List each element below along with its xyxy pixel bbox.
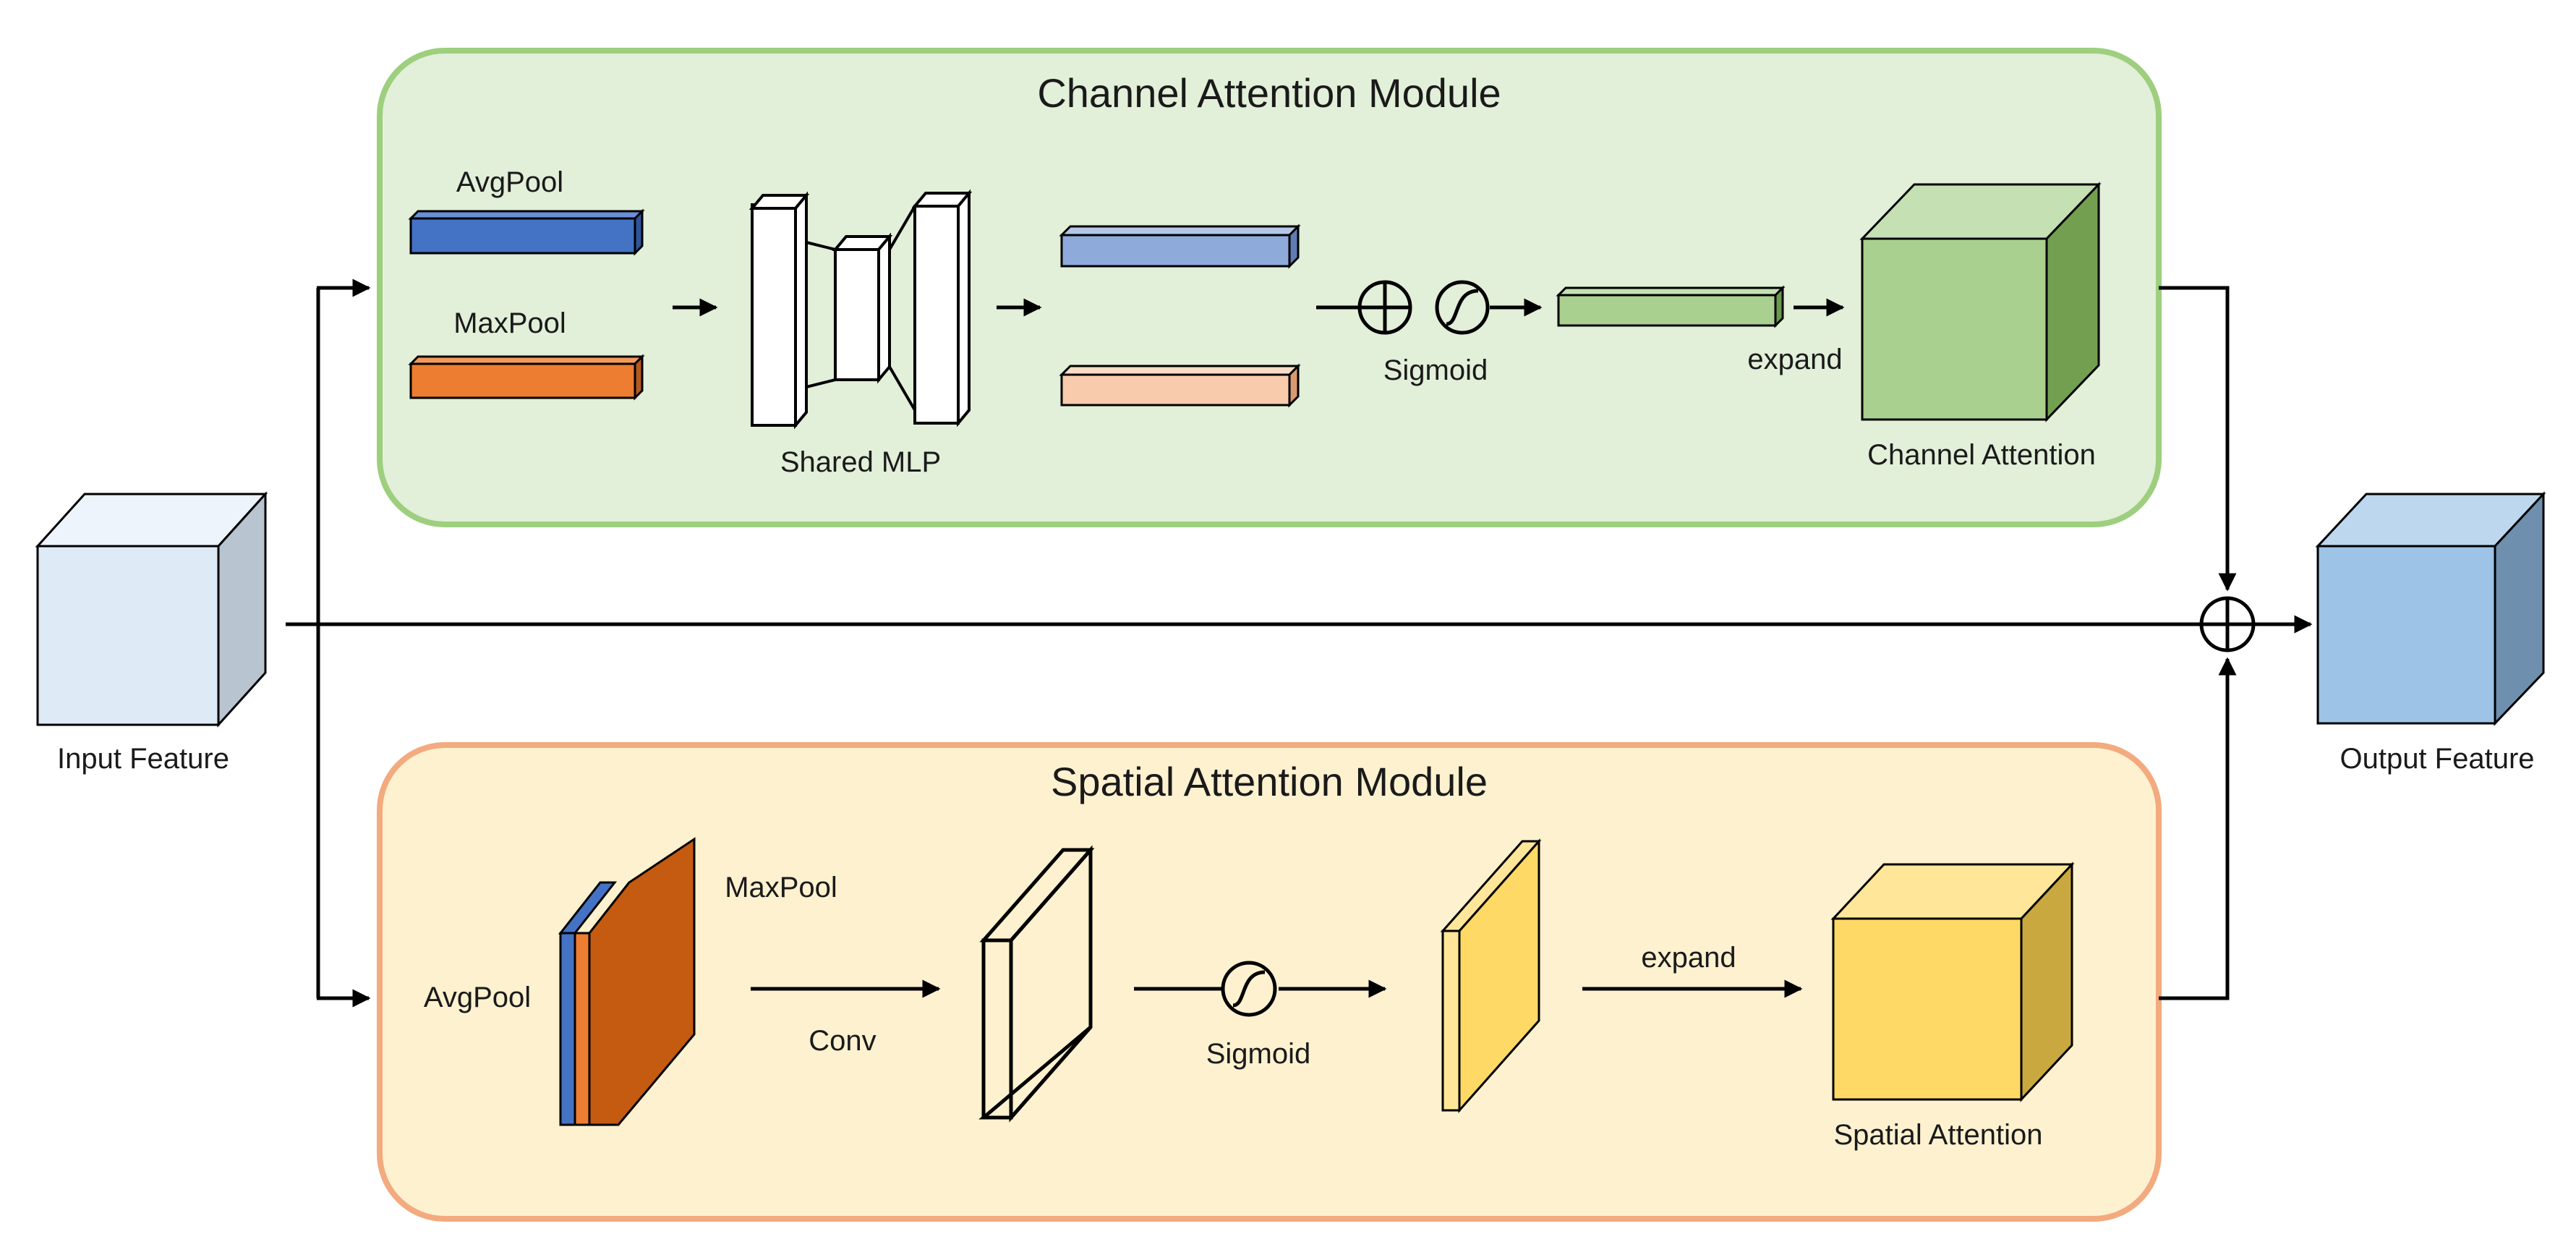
spatial-avgpool-label: AvgPool xyxy=(424,982,531,1013)
spatial-pool-stack xyxy=(558,837,696,1126)
channel-sigmoid-icon xyxy=(1435,280,1490,335)
channel-avgpool-label: AvgPool xyxy=(456,166,563,198)
spatial-maxpool-label: MaxPool xyxy=(725,872,837,903)
spatial-attention-label: Spatial Attention xyxy=(1833,1119,2042,1151)
conv-label: Conv xyxy=(809,1025,876,1057)
spatial-sigmoid-icon xyxy=(1221,961,1277,1017)
output-feature-cube xyxy=(2315,491,2546,726)
spatial-sigmoid-label: Sigmoid xyxy=(1206,1038,1311,1070)
channel-weight-bar xyxy=(1556,285,1786,328)
input-feature-cube xyxy=(35,491,268,728)
mlp-avg-output-bar xyxy=(1059,224,1301,269)
channel-expand-label: expand xyxy=(1747,344,1842,375)
spatial-attention-module xyxy=(377,742,2162,1222)
conv-filter-frame xyxy=(978,845,1095,1123)
channel-attention-label: Channel Attention xyxy=(1867,439,2096,471)
output-feature-label: Output Feature xyxy=(2340,743,2534,775)
input-feature-label: Input Feature xyxy=(57,743,229,775)
channel-to-output-line xyxy=(2159,286,2237,592)
channel-add-icon xyxy=(1357,280,1412,335)
channel-avgpool-bar xyxy=(408,208,645,256)
channel-sigmoid-label: Sigmoid xyxy=(1383,354,1488,386)
channel-maxpool-label: MaxPool xyxy=(453,307,566,339)
spatial-expand-label: expand xyxy=(1641,942,1736,974)
channel-maxpool-bar xyxy=(408,354,645,401)
shared-mlp-label: Shared MLP xyxy=(780,446,941,478)
element-wise-add-icon xyxy=(2199,596,2256,652)
spatial-to-output-line xyxy=(2159,657,2237,1000)
channel-module-title: Channel Attention Module xyxy=(1037,70,1501,116)
mlp-max-output-bar xyxy=(1059,363,1301,408)
shared-mlp-icon xyxy=(749,189,973,430)
spatial-module-title: Spatial Attention Module xyxy=(1051,759,1488,804)
channel-attention-cube xyxy=(1859,182,2102,422)
spatial-attention-cube xyxy=(1830,862,2075,1102)
spatial-attention-map xyxy=(1440,838,1542,1113)
